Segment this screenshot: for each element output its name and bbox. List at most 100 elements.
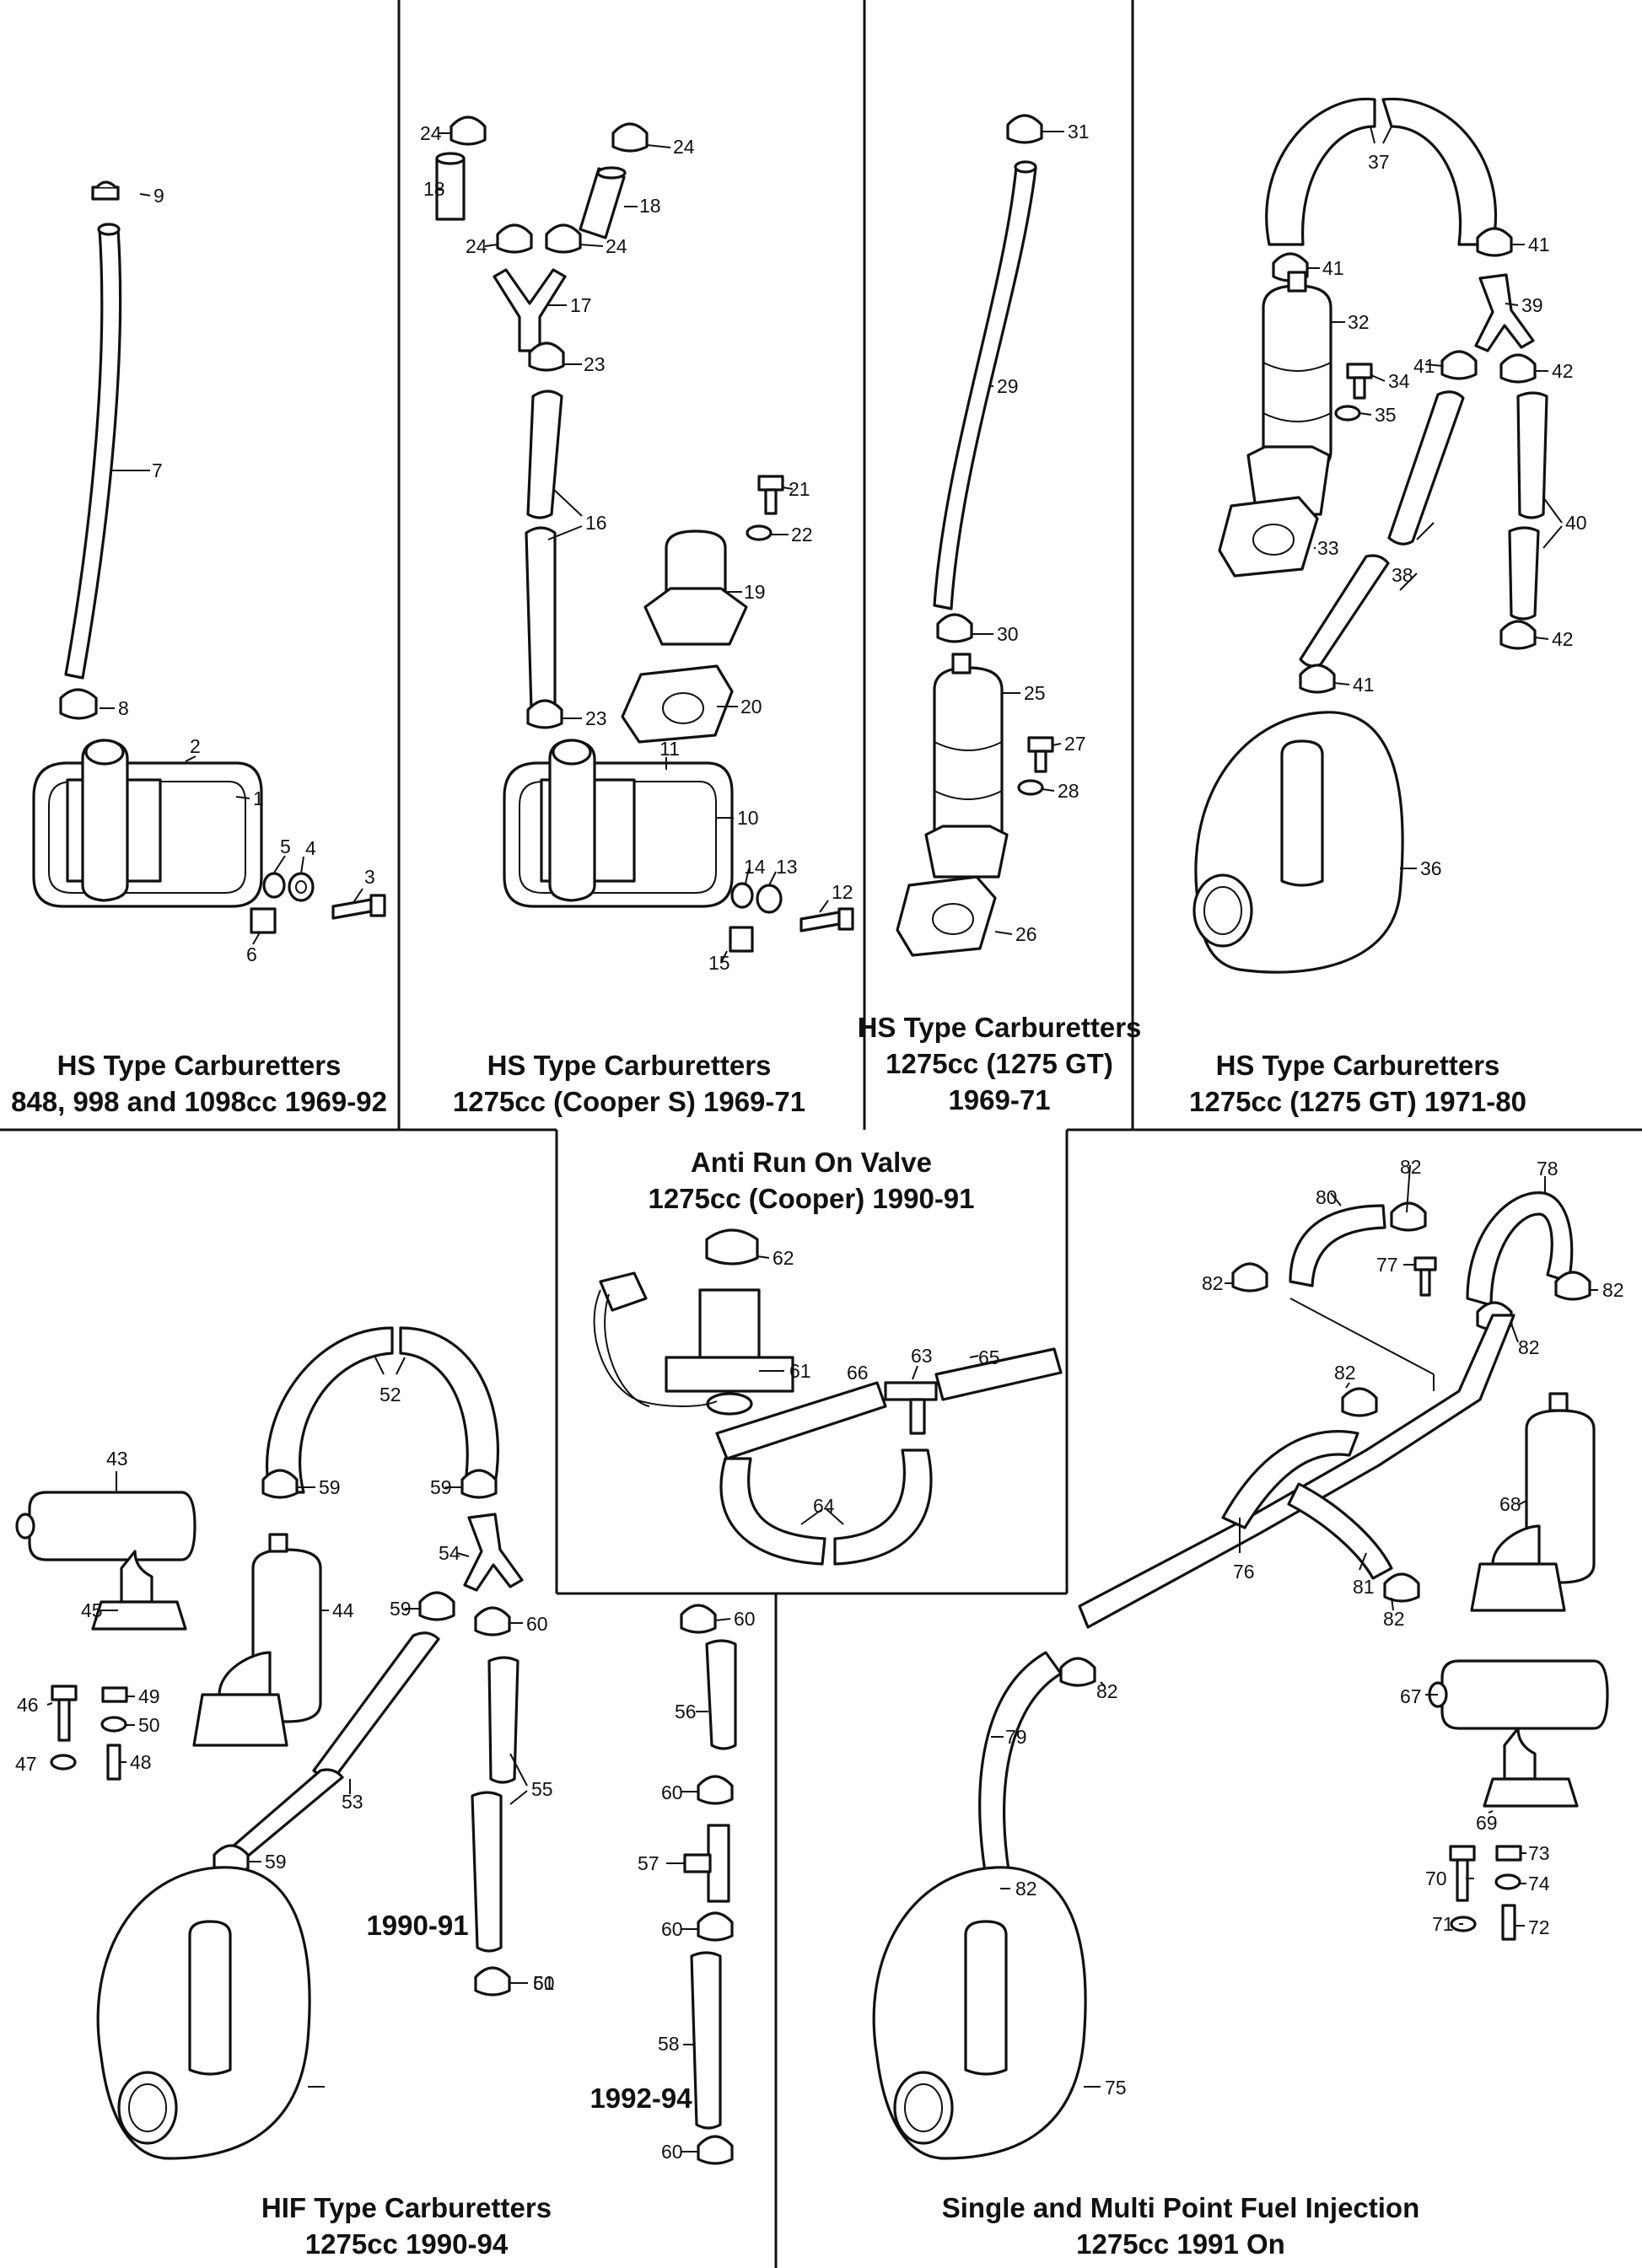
p4-part-number-39: 39 (1521, 294, 1543, 316)
p4-part-number-35: 35 (1375, 404, 1397, 426)
caption-p4-line2: 1275cc (1275 GT) 1971-80 (1189, 1086, 1526, 1117)
clip-41-d (1299, 664, 1336, 694)
p4-part-number-42: 42 (1552, 360, 1574, 382)
nut-73 (1495, 1845, 1522, 1862)
hose-18-right (579, 166, 627, 239)
p5-part-number-59: 59 (390, 1598, 412, 1620)
gasket-20 (621, 664, 734, 744)
caption-p7-line2: 1275cc 1991 On (1076, 2228, 1285, 2260)
washer-50 (100, 1716, 127, 1733)
p7-part-number-75: 75 (1105, 2077, 1127, 2099)
p2-part-number-12: 12 (832, 881, 853, 903)
panel-fuel-injection (872, 1164, 1609, 2160)
p7-part-number-76: 76 (1233, 1561, 1255, 1583)
hose-52 (265, 1326, 499, 1494)
clip-41-c (1440, 350, 1478, 380)
clip-60-b (474, 1966, 511, 1997)
caption-p3-line3: 1969-71 (948, 1084, 1050, 1115)
caption-p2-line2: 1275cc (Cooper S) 1969-71 (453, 1086, 805, 1117)
p3-part-number-30: 30 (997, 623, 1019, 645)
spacer-6 (250, 907, 277, 934)
y-piece-54 (463, 1513, 524, 1592)
p7-part-number-73: 73 (1528, 1842, 1550, 1864)
t-piece-63 (884, 1381, 938, 1435)
p5-part-number-47: 47 (15, 1753, 37, 1775)
clip-23-upper (528, 341, 565, 372)
washer-28 (1017, 779, 1044, 796)
p2-part-number-17: 17 (570, 294, 592, 316)
p5sub-part-number-60: 60 (661, 1918, 683, 1940)
p5-part-number-55: 55 (531, 1778, 553, 1800)
washer-35 (1334, 405, 1361, 422)
p3-part-number-29: 29 (997, 375, 1019, 397)
caption-p5-line1: HIF Type Carburetters (261, 2192, 552, 2223)
valve-19 (643, 529, 748, 646)
y-piece-39 (1474, 273, 1535, 352)
p6-part-number-63: 63 (911, 1345, 933, 1367)
washer-22 (746, 524, 773, 541)
p1-part-number-1: 1 (253, 787, 264, 809)
clip-31 (1006, 114, 1043, 144)
p5-part-number-52: 52 (380, 1384, 401, 1405)
p2-part-number-20: 20 (740, 696, 762, 717)
p5sub-part-number-60: 60 (533, 1972, 555, 1994)
clip-82-e (1383, 1572, 1420, 1603)
clip-23-lower (526, 699, 563, 729)
hose-55-lower (471, 1791, 503, 1953)
y-piece-17 (493, 268, 567, 352)
p2-part-number-24: 24 (673, 136, 695, 158)
p5-part-number-43: 43 (106, 1448, 128, 1470)
p3-part-number-27: 27 (1064, 733, 1086, 755)
hose-38-upper (1387, 390, 1465, 546)
p2-part-number-19: 19 (744, 581, 766, 603)
p5sub-part-number-60: 60 (734, 1608, 756, 1630)
washer-47 (50, 1754, 77, 1771)
bolt-27 (1027, 736, 1054, 773)
bolt-21 (757, 475, 784, 515)
p5-part-number-54: 54 (439, 1542, 460, 1564)
p2-part-number-13: 13 (776, 856, 798, 878)
valve-68 (1470, 1392, 1596, 1612)
bolt-70 (1449, 1845, 1476, 1902)
p6-part-number-62: 62 (773, 1247, 794, 1269)
panel-hs-cooper-s (435, 116, 854, 964)
p7-part-number-69: 69 (1476, 1812, 1498, 1834)
p3-part-number-25: 25 (1024, 682, 1046, 704)
clip-24-right (611, 122, 649, 153)
washers-14-13 (730, 882, 783, 914)
p4-part-number-41: 41 (1413, 355, 1435, 377)
p1-part-number-7: 7 (152, 460, 163, 481)
p2-part-number-24: 24 (606, 235, 627, 257)
p4-part-number-38: 38 (1392, 564, 1413, 586)
nut-49 (101, 1686, 128, 1703)
p2-part-number-24: 24 (420, 122, 442, 144)
panel-anti-run-on-valve (593, 1228, 1063, 1566)
p5-part-number-45: 45 (81, 1599, 103, 1621)
p4-part-number-41: 41 (1322, 257, 1344, 279)
caption-p1-line1: HS Type Carburetters (57, 1050, 342, 1081)
air-filter-51 (96, 1866, 311, 2160)
clip-60-c (680, 1604, 717, 1634)
p5-part-number-59: 59 (430, 1476, 452, 1498)
caption-p2-line1: HS Type Carburetters (487, 1050, 772, 1081)
p1-part-number-6: 6 (246, 943, 257, 965)
p2-part-number-16: 16 (585, 512, 607, 534)
gasket-33 (1218, 496, 1319, 578)
hose-18-left (435, 152, 466, 221)
p2-part-number-22: 22 (791, 524, 813, 546)
t-piece-57 (683, 1824, 730, 1903)
p5-part-number-48: 48 (130, 1751, 152, 1773)
valve-67 (1428, 1659, 1609, 1808)
p2-part-number-23: 23 (585, 707, 607, 729)
panel-hs-848-998-1098 (32, 180, 386, 945)
annotation-1990-91: 1990-91 (366, 1910, 468, 1941)
clip-42-b (1499, 620, 1537, 650)
hose-38-lower (1299, 554, 1390, 668)
bolt-3 (331, 894, 386, 920)
hose-79 (978, 1651, 1063, 1873)
valve-61 (665, 1288, 794, 1416)
p7-part-number-82: 82 (1518, 1336, 1540, 1358)
p7-part-number-81: 81 (1353, 1576, 1375, 1598)
p4-part-number-42: 42 (1552, 628, 1574, 650)
p6-part-number-61: 61 (789, 1360, 811, 1382)
